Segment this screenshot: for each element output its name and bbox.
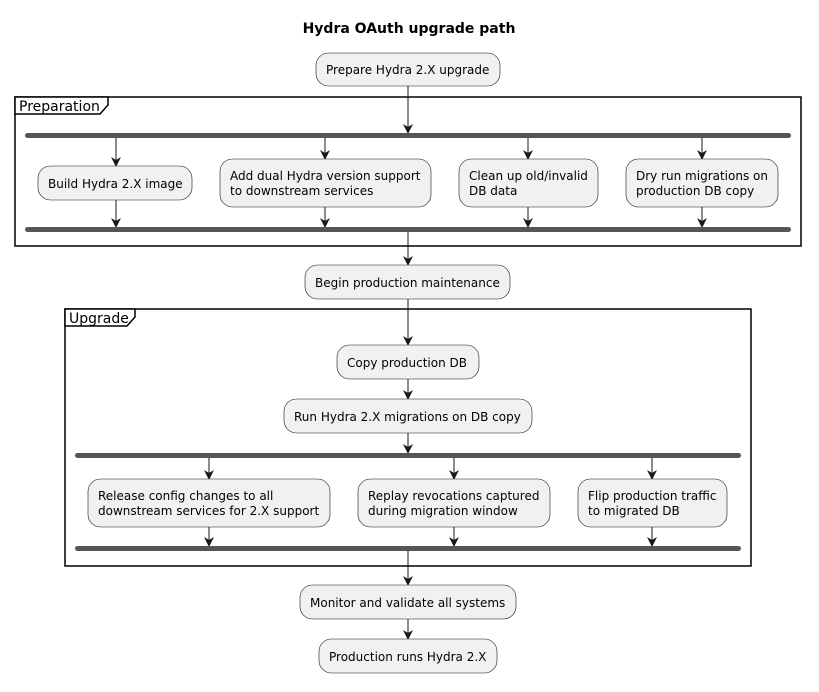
node-build-image: Build Hydra 2.X image <box>37 165 193 201</box>
svg-text:Prepare Hydra 2.X upgrade: Prepare Hydra 2.X upgrade <box>326 63 489 77</box>
node-run-migrations-text: Run Hydra 2.X migrations on DB copy <box>294 410 521 424</box>
node-dry-run: Dry run migrations on production DB copy <box>625 158 779 208</box>
svg-text:Add dual Hydra version support: Add dual Hydra version support to downst… <box>230 169 424 198</box>
node-production-runs-text: Production runs Hydra 2.X <box>329 650 486 664</box>
svg-text:Replay revocations captured: Replay revocations captured during migra… <box>368 489 543 518</box>
svg-text:Flip production traffic: Flip production traffic to migrated DB <box>588 489 720 518</box>
node-copy-db: Copy production DB <box>336 344 480 380</box>
join-bar-upgrade <box>75 546 741 551</box>
node-clean-up-line2: DB data <box>469 184 517 198</box>
node-replay-revocations-line1: Replay revocations captured <box>368 489 539 503</box>
node-dual-support: Add dual Hydra version support to downst… <box>219 158 432 208</box>
node-release-config-line1: Release config changes to all <box>98 489 273 503</box>
node-clean-up-line1: Clean up old/invalid <box>469 169 588 183</box>
svg-text:Run Hydra 2.X migrations on DB: Run Hydra 2.X migrations on DB copy <box>294 410 521 424</box>
node-release-config: Release config changes to all downstream… <box>87 478 331 528</box>
svg-text:Dry run migrations on pr: Dry run migrations on production DB copy <box>636 169 772 198</box>
svg-text:Production runs Hydra 2.X: Production runs Hydra 2.X <box>329 650 486 664</box>
edges <box>111 86 707 640</box>
node-run-migrations: Run Hydra 2.X migrations on DB copy <box>283 398 533 434</box>
node-prepare: Prepare Hydra 2.X upgrade <box>315 52 501 87</box>
node-production-runs: Production runs Hydra 2.X <box>318 638 498 674</box>
node-begin-maintenance-text: Begin production maintenance <box>315 276 500 290</box>
svg-text:Copy production DB: Copy production DB <box>347 356 467 370</box>
node-release-config-line2: downstream services for 2.X support <box>98 504 319 518</box>
node-dry-run-line1: Dry run migrations on <box>636 169 768 183</box>
node-replay-revocations: Replay revocations captured during migra… <box>357 478 551 528</box>
node-dual-support-line2: to downstream services <box>230 184 373 198</box>
node-monitor-text: Monitor and validate all systems <box>310 596 505 610</box>
diagram-title: Hydra OAuth upgrade path <box>303 21 516 37</box>
svg-text:Release config changes to all: Release config changes to all downstream… <box>98 489 319 518</box>
svg-text:Clean up old/invalid DB: Clean up old/invalid DB data <box>469 169 592 198</box>
svg-text:Monitor and validate all syste: Monitor and validate all systems <box>310 596 505 610</box>
node-flip-traffic: Flip production traffic to migrated DB <box>577 478 728 528</box>
node-clean-up: Clean up old/invalid DB data <box>458 158 599 208</box>
upgrade-frame-label: Upgrade <box>69 311 129 327</box>
node-dry-run-line2: production DB copy <box>636 184 754 198</box>
node-monitor: Monitor and validate all systems <box>299 584 517 620</box>
node-flip-traffic-line2: to migrated DB <box>588 504 680 518</box>
fork-bar-upgrade <box>75 453 741 458</box>
node-prepare-text: Prepare Hydra 2.X upgrade <box>326 63 489 77</box>
node-copy-db-text: Copy production DB <box>347 356 467 370</box>
svg-text:Begin production maintenance: Begin production maintenance <box>315 276 500 290</box>
node-build-image-text: Build Hydra 2.X image <box>48 177 183 191</box>
fork-bar-preparation <box>25 133 791 138</box>
node-dual-support-line1: Add dual Hydra version support <box>230 169 421 183</box>
node-begin-maintenance: Begin production maintenance <box>304 264 511 300</box>
node-replay-revocations-line2: during migration window <box>368 504 518 518</box>
svg-text:Build Hydra 2.X image: Build Hydra 2.X image <box>48 177 183 191</box>
join-bar-preparation <box>25 227 791 232</box>
node-flip-traffic-line1: Flip production traffic <box>588 489 716 503</box>
preparation-frame-label: Preparation <box>19 99 100 115</box>
